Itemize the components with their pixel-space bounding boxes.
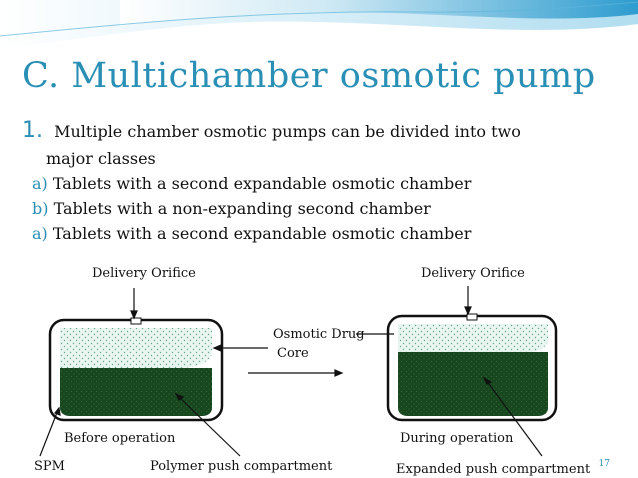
list-item-a-repeat-marker: a)	[32, 224, 48, 243]
list-item-a-repeat-text: Tablets with a second expandable osmotic…	[52, 224, 472, 243]
list-item-b: b) Tablets with a non-expanding second c…	[32, 199, 431, 218]
during-operation-label: During operation	[400, 431, 514, 446]
expanded-push-label: Expanded push compartment	[396, 462, 591, 477]
delivery-orifice-right-label: Delivery Orifice	[421, 266, 525, 281]
list-item-a-repeat: a) Tablets with a second expandable osmo…	[32, 224, 471, 243]
diagram-pointers	[39, 286, 543, 457]
list-item-a-marker: a)	[32, 174, 48, 193]
delivery-orifice-left-label: Delivery Orifice	[92, 266, 196, 281]
point-1: 1. Multiple chamber osmotic pumps can be…	[22, 118, 521, 143]
before-operation-label: Before operation	[64, 431, 176, 446]
list-item-a-text: Tablets with a second expandable osmotic…	[52, 174, 472, 193]
page-number: 17	[598, 459, 610, 469]
polymer-push-label: Polymer push compartment	[150, 459, 333, 474]
list-item-b-marker: b)	[32, 199, 49, 218]
osmotic-drug-label: Osmotic Drug	[273, 327, 365, 342]
point-1-continuation: major classes	[46, 149, 156, 168]
list-item-b-text: Tablets with a non-expanding second cham…	[53, 199, 431, 218]
spm-label: SPM	[34, 459, 65, 474]
point-1-text: Multiple chamber osmotic pumps can be di…	[54, 122, 521, 141]
point-1-number: 1.	[22, 118, 43, 143]
header-swoosh-decoration	[0, 0, 638, 48]
slide-title: C. Multichamber osmotic pump	[22, 56, 596, 96]
list-item-a: a) Tablets with a second expandable osmo…	[32, 174, 471, 193]
right-tablet	[386, 313, 558, 422]
core-label: Core	[277, 346, 309, 361]
left-tablet	[48, 317, 224, 422]
